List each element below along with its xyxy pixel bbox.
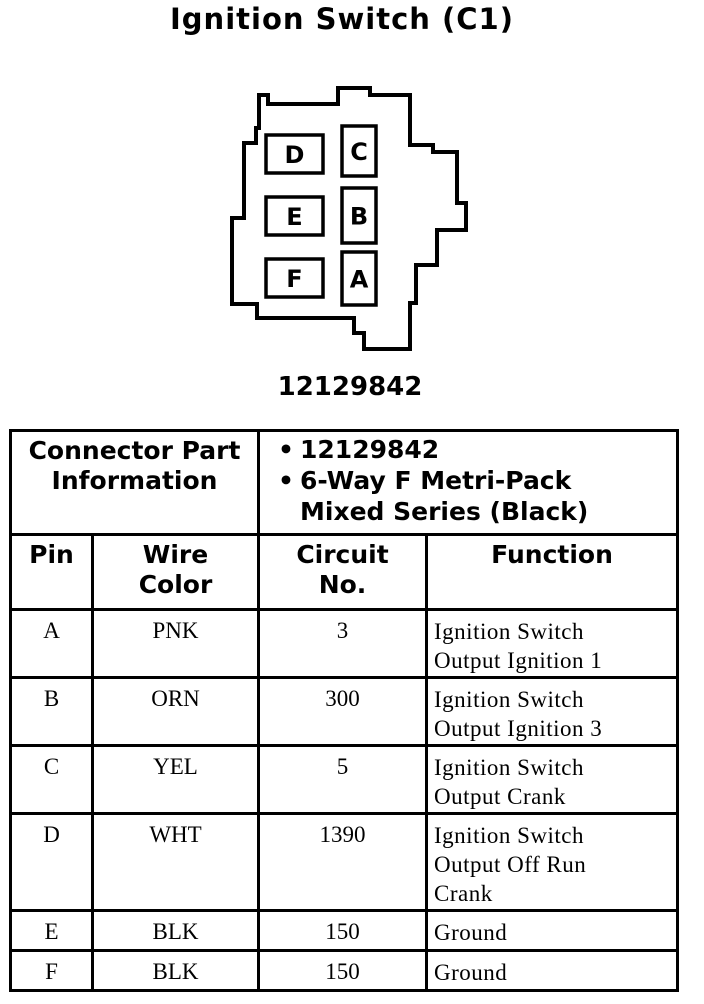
pin-cell: F	[9, 949, 94, 992]
connector-part-number: 12129842	[277, 372, 423, 402]
page-title: Ignition Switch (C1)	[170, 2, 514, 36]
pin-cavity-f	[264, 257, 325, 299]
header-circuit-no: Circuit No.	[257, 533, 429, 611]
wire-color-cell: WHT	[90, 812, 261, 912]
function-line: Output Ignition 1	[434, 648, 603, 673]
function-line: Ignition Switch	[434, 619, 584, 644]
circuit-cell: 3	[257, 608, 429, 679]
function-cell: Ground	[425, 949, 680, 992]
function-cell: Ground	[425, 909, 680, 952]
header-function: Function	[425, 533, 680, 611]
function-line: Output Ignition 3	[434, 716, 603, 741]
function-line: Ignition Switch	[434, 823, 584, 848]
info-item: •12129842	[278, 435, 440, 464]
pin-label-f: F	[286, 265, 302, 293]
wire-color-cell: PNK	[90, 608, 261, 679]
pin-cavity-d	[264, 133, 325, 175]
column-header-row: Pin Wire Color Circuit No. Function	[9, 533, 680, 611]
connector-part-info-label-line: Information	[51, 466, 218, 495]
connector-part-info-label-line: Connector Part	[28, 436, 241, 465]
function-line: Ground	[434, 960, 508, 985]
function-line: Ignition Switch	[434, 755, 584, 780]
pin-label-e: E	[286, 203, 302, 231]
wire-color-cell: BLK	[90, 949, 261, 992]
pin-cell: C	[9, 744, 94, 815]
wire-color-cell: ORN	[90, 676, 261, 747]
function-line: Ignition Switch	[434, 687, 584, 712]
function-line: Ground	[434, 920, 508, 945]
connector-face-diagram: D C E B F A	[230, 86, 468, 351]
pin-cavity-a	[340, 250, 378, 307]
function-line: Output Off Run	[434, 852, 587, 877]
pin-cavity-b	[340, 186, 378, 245]
header-pin: Pin	[9, 533, 94, 611]
pin-label-d: D	[285, 141, 305, 169]
header-wire-color: Wire Color	[90, 533, 261, 611]
connector-part-info-label: Connector Part Information	[8, 429, 261, 536]
function-line: Crank	[434, 881, 493, 906]
circuit-cell: 300	[257, 676, 429, 747]
circuit-cell: 5	[257, 744, 429, 815]
connector-part-info-values: •12129842 •6-Way F Metri-Pack Mixed Seri…	[257, 429, 680, 536]
pin-cell: A	[9, 608, 94, 679]
connector-outline	[230, 86, 468, 351]
connector-part-info-row: Connector Part Information •12129842 •6-…	[8, 429, 680, 536]
circuit-cell: 1390	[257, 812, 429, 912]
wire-color-cell: BLK	[90, 909, 261, 952]
pin-cell: B	[9, 676, 94, 747]
circuit-cell: 150	[257, 909, 429, 952]
pin-label-c: C	[350, 138, 368, 166]
pin-label-b: B	[350, 203, 368, 231]
pin-label-a: A	[350, 266, 369, 294]
wire-color-cell: YEL	[90, 744, 261, 815]
pin-cell: E	[9, 909, 94, 952]
info-item: •6-Way F Metri-Pack	[278, 466, 572, 495]
info-item-continued: Mixed Series (Black)	[300, 497, 589, 526]
function-line: Output Crank	[434, 784, 566, 809]
pin-cavity-e	[264, 195, 325, 237]
connector-info-table: Connector Part Information •12129842 •6-…	[8, 429, 680, 992]
pin-cell: D	[9, 812, 94, 912]
circuit-cell: 150	[257, 949, 429, 992]
pin-cavity-c	[340, 124, 378, 178]
